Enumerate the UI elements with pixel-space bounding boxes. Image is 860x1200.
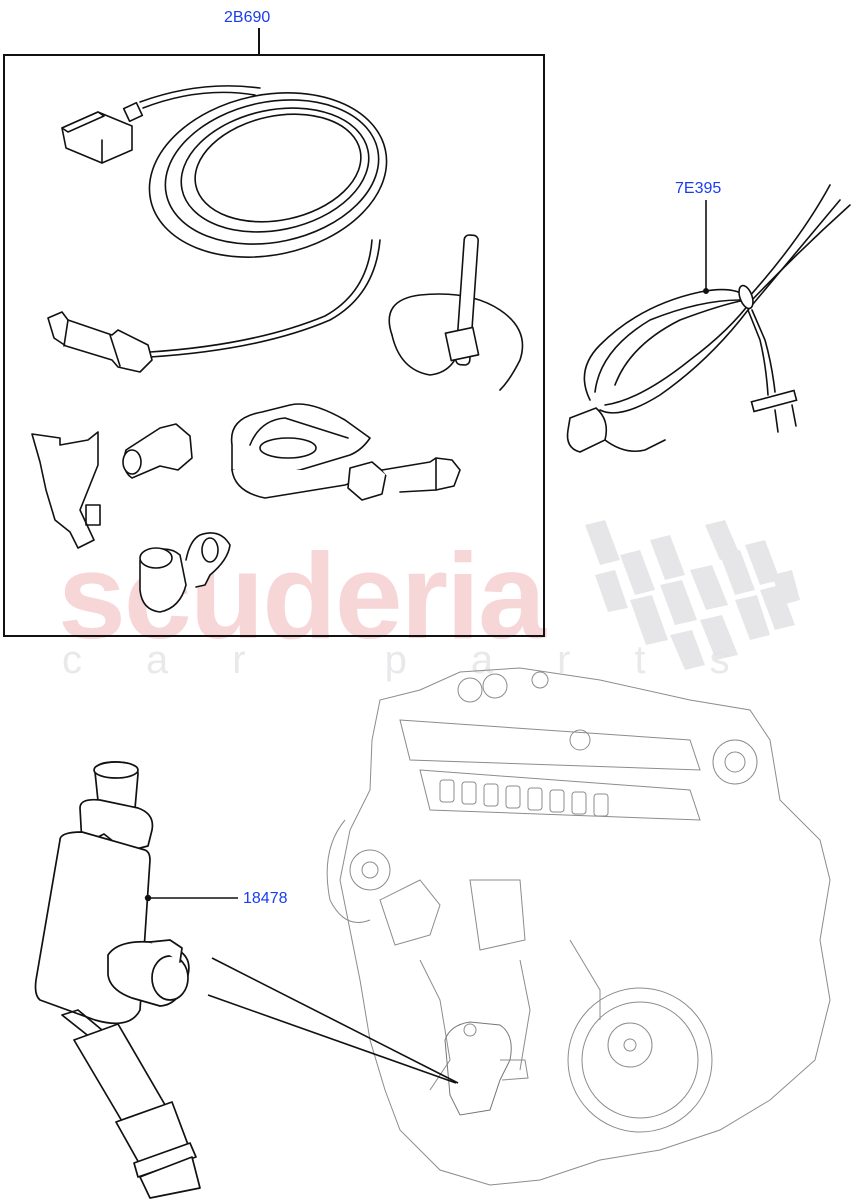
- flat-connector: [61, 101, 144, 164]
- kit-contents: [31, 85, 524, 613]
- callout-label-18478[interactable]: 18478: [243, 890, 288, 907]
- coiled-cable: [139, 85, 388, 358]
- kit-box-2B690: [3, 54, 545, 637]
- callout-7E395-leader: [702, 200, 709, 294]
- power-cord-7E395: [566, 184, 851, 453]
- eyelet-terminal: [139, 532, 231, 613]
- flat-terminal: [31, 431, 101, 549]
- engine-block: [326, 667, 831, 1186]
- flywheel: [567, 987, 713, 1133]
- round-connector: [47, 311, 153, 373]
- heater-element: [230, 403, 461, 501]
- location-pointer-lines: [207, 957, 459, 1084]
- callout-18478-leader: [144, 894, 238, 902]
- cable-tie: [388, 234, 524, 391]
- intake-ports: [439, 779, 609, 817]
- callout-label-7E395[interactable]: 7E395: [675, 180, 722, 197]
- conical-fitting: [122, 423, 193, 479]
- checkered-flag-watermark: [585, 520, 800, 670]
- callout-label-2B690[interactable]: 2B690: [224, 9, 271, 26]
- heater-unit-18478: [34, 761, 201, 1199]
- watermark-subtitle: car parts: [62, 638, 794, 682]
